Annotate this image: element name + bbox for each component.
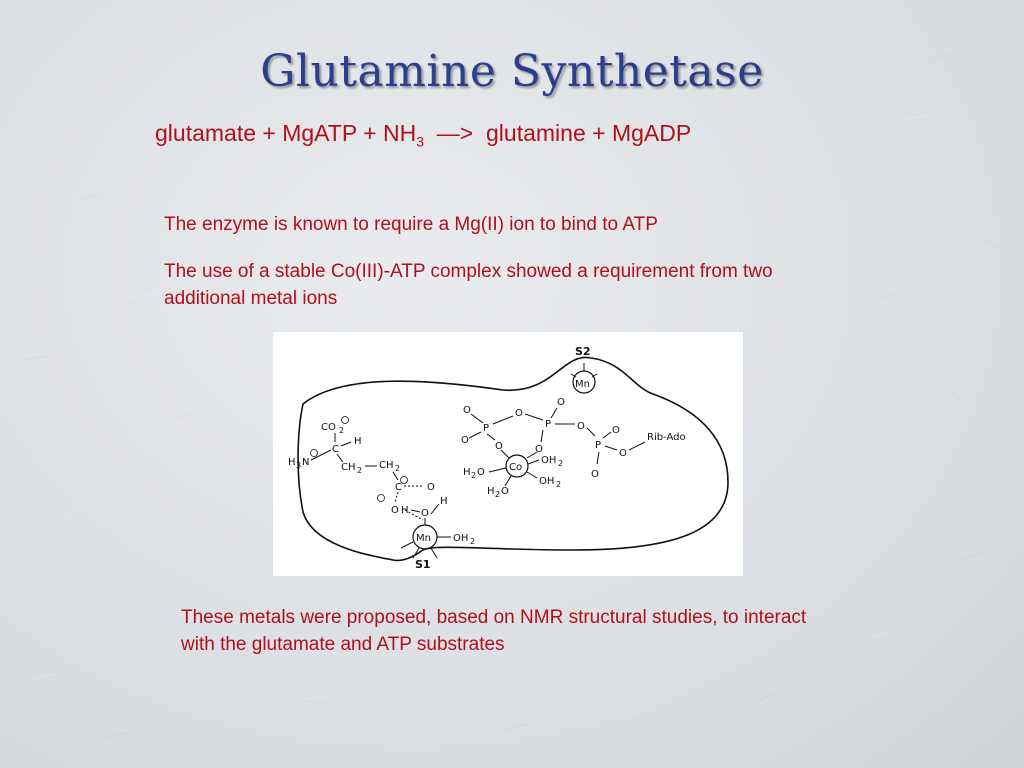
ch2-b-sub: 2 (395, 464, 400, 473)
hbond (404, 509, 424, 521)
bond (430, 503, 440, 515)
mn-top-label: Mn (575, 379, 590, 390)
bond (550, 407, 558, 419)
bond (526, 451, 538, 459)
water-h-left: H (401, 505, 409, 516)
negative-charge (400, 476, 408, 484)
bond (486, 433, 496, 441)
ch2-a: CH (341, 462, 356, 473)
slide-title: Glutamine Synthetase (260, 46, 764, 97)
bond (430, 547, 438, 559)
bond (504, 475, 512, 487)
bond (412, 547, 420, 559)
equation-reactants: glutamate + MgATP + NH (155, 120, 417, 146)
o-h: O (591, 469, 599, 480)
bond (410, 509, 421, 513)
active-site-diagram: S2 Mn CO 2 C H H 3 N CH 2 CH 2 (273, 332, 743, 576)
bond (591, 373, 598, 378)
h3n-subscript: 3 (296, 461, 301, 470)
bond (500, 449, 510, 459)
carboxyl-o2: O (391, 505, 399, 516)
p3-label: P (595, 440, 601, 451)
ch2-a-sub: 2 (357, 466, 362, 475)
positive-charge (310, 449, 318, 457)
water-h-right: H (440, 496, 448, 507)
bond (488, 467, 507, 473)
p2-label: P (545, 419, 551, 430)
active-site-svg: S2 Mn CO 2 C H H 3 N CH 2 CH 2 (288, 345, 729, 571)
o-a: O (463, 405, 471, 416)
negative-charge (377, 494, 385, 502)
h-top-label: H (354, 436, 362, 447)
site-s1-label: S1 (415, 558, 431, 571)
h2o-2-h: H (487, 486, 495, 497)
co2-label: CO (321, 422, 336, 433)
h2o-2-o: O (501, 486, 509, 497)
bond (400, 541, 414, 549)
oh2-1-sub: 2 (558, 459, 563, 468)
h2o-1-o: O (477, 467, 485, 478)
o-d: O (557, 397, 565, 408)
p1-label: P (483, 423, 489, 434)
equation-products: —> glutamine + MgADP (424, 120, 692, 146)
co2-subscript: 2 (339, 426, 344, 435)
carboxyl-carbon: C (395, 482, 402, 493)
o-b: O (461, 435, 469, 446)
bond (586, 427, 596, 437)
bond (310, 449, 332, 461)
o-i: O (535, 444, 543, 455)
h2o-1-h: H (463, 467, 471, 478)
oh2-2-sub: 2 (556, 480, 561, 489)
mn-oh2: OH (453, 533, 468, 544)
reaction-equation: glutamate + MgATP + NH3 —> glutamine + M… (155, 120, 691, 150)
co-circle (505, 454, 529, 478)
bond (492, 415, 514, 425)
co-label: Co (509, 462, 522, 473)
bullet-text-1: The enzyme is known to require a Mg(II) … (164, 214, 658, 235)
h3n-h: H (288, 457, 296, 468)
bond (604, 445, 618, 451)
bullet-text-2: The use of a stable Co(III)-ATP complex … (164, 261, 773, 309)
bond (468, 431, 482, 439)
h2o-1-sub: 2 (471, 471, 476, 480)
alpha-carbon: C (332, 444, 339, 455)
mn-oh2-sub: 2 (470, 537, 475, 546)
site-s2-label: S2 (575, 345, 591, 358)
water-o: O (421, 508, 429, 519)
oh2-1: OH (541, 455, 556, 466)
bond (628, 441, 646, 451)
bond (340, 441, 352, 447)
bond (470, 413, 484, 424)
o-g: O (619, 448, 627, 459)
ch2-b: CH (379, 460, 394, 471)
oh2-2: OH (539, 476, 554, 487)
o-e: O (577, 421, 585, 432)
bond (570, 373, 577, 378)
bond (336, 453, 344, 463)
bond (596, 451, 600, 465)
bond (392, 471, 399, 481)
bond (540, 429, 544, 443)
h2o-2-sub: 2 (495, 490, 500, 499)
negative-charge (341, 416, 349, 424)
equation-subscript: 3 (416, 133, 425, 150)
bond (524, 413, 544, 421)
enzyme-outline (297, 356, 729, 562)
carboxyl-o1: O (427, 482, 435, 493)
o-j: O (495, 441, 503, 452)
bond (602, 431, 612, 439)
mn-bottom-label: Mn (416, 533, 431, 544)
bullet-text-3: These metals were proposed, based on NMR… (181, 607, 807, 655)
bond (527, 459, 540, 465)
rib-ado-label: Rib-Ado (647, 432, 686, 443)
bond (526, 471, 538, 479)
h3n-n: N (302, 457, 309, 468)
o-f: O (612, 425, 620, 436)
o-c: O (515, 408, 523, 419)
bond (394, 491, 399, 503)
